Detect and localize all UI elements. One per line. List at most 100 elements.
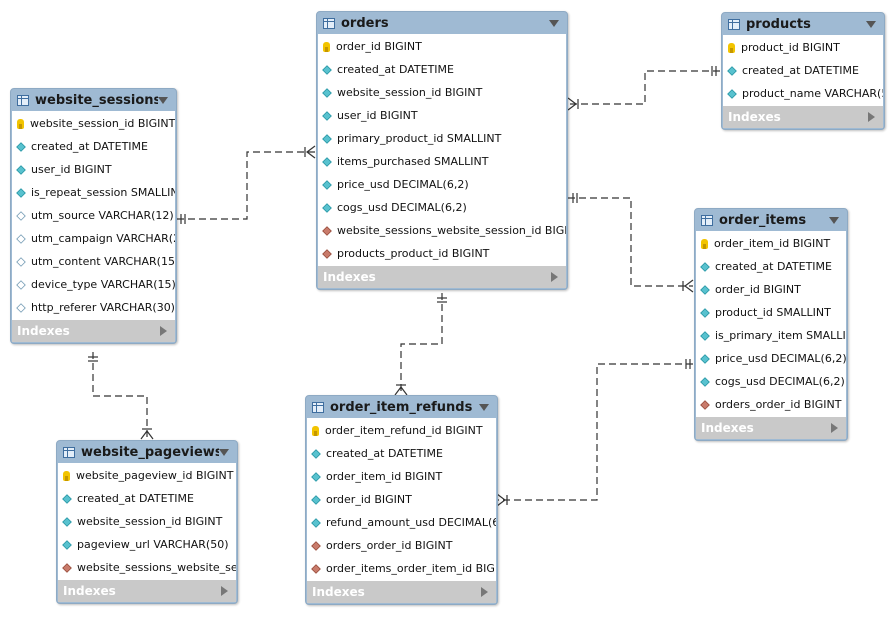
column-row[interactable]: user_id BIGINT [12,158,175,181]
column-row[interactable]: utm_source VARCHAR(12) [12,204,175,227]
column-label: order_items_order_item_id BIGI... [326,562,496,575]
column-row[interactable]: order_id BIGINT [318,35,566,58]
table-order-items[interactable]: order_items order_item_id BIGINT created… [694,208,848,441]
collapse-arrow-icon[interactable] [219,448,229,456]
collapse-arrow-icon[interactable] [479,403,489,411]
column-row[interactable]: order_id BIGINT [696,278,846,301]
column-label: user_id BIGINT [31,163,112,176]
column-row[interactable]: is_primary_item SMALLI... [696,324,846,347]
indexes-section[interactable]: Indexes [307,581,496,603]
column-row[interactable]: product_id BIGINT [723,36,883,59]
table-header[interactable]: products [722,13,884,35]
expand-arrow-icon[interactable] [221,586,228,596]
column-row[interactable]: cogs_usd DECIMAL(6,2) [318,196,566,219]
table-header[interactable]: order_item_refunds [306,396,497,418]
column-row[interactable]: order_items_order_item_id BIGI... [307,557,496,580]
column-row[interactable]: created_at DATETIME [307,442,496,465]
expand-arrow-icon[interactable] [831,423,838,433]
column-row[interactable]: order_item_id BIGINT [307,465,496,488]
column-row[interactable]: pageview_url VARCHAR(50) [58,533,236,556]
column-row[interactable]: http_referer VARCHAR(30) [12,296,175,319]
column-row[interactable]: user_id BIGINT [318,104,566,127]
column-row[interactable]: order_item_id BIGINT [696,232,846,255]
table-icon [701,214,713,226]
column-row[interactable]: product_id SMALLINT [696,301,846,324]
expand-arrow-icon[interactable] [481,587,488,597]
column-row[interactable]: order_id BIGINT [307,488,496,511]
column-row[interactable]: orders_order_id BIGINT [307,534,496,557]
table-website-pageviews[interactable]: website_pageviews website_pageview_id BI… [56,440,238,604]
column-row[interactable]: website_session_id BIGINT [318,81,566,104]
column-row[interactable]: product_name VARCHAR(50) [723,82,883,105]
table-orders[interactable]: orders order_id BIGINT created_at DATETI… [316,11,568,290]
column-row[interactable]: website_sessions_website_ses... [58,556,236,579]
column-row[interactable]: price_usd DECIMAL(6,2) [696,347,846,370]
column-row[interactable]: device_type VARCHAR(15) [12,273,175,296]
column-label: orders_order_id BIGINT [715,398,842,411]
foreign-key-icon [322,248,332,259]
nullable-column-icon [16,210,26,221]
column-row[interactable]: website_session_id BIGINT [12,112,175,135]
column-row[interactable]: orders_order_id BIGINT [696,393,846,416]
column-row[interactable]: website_sessions_website_session_id BIGI… [318,219,566,242]
table-header[interactable]: website_pageviews [57,441,237,463]
indexes-section[interactable]: Indexes [12,320,175,342]
column-label: price_usd DECIMAL(6,2) [337,178,469,191]
column-list: website_session_id BIGINT created_at DAT… [12,111,175,320]
column-label: utm_source VARCHAR(12) [31,209,174,222]
column-row[interactable]: created_at DATETIME [58,487,236,510]
column-label: website_sessions_website_session_id BIGI… [337,224,566,237]
table-order-item-refunds[interactable]: order_item_refunds order_item_refund_id … [305,395,498,605]
not-null-column-icon [700,376,710,387]
column-row[interactable]: utm_campaign VARCHAR(20) [12,227,175,250]
table-icon [312,401,324,413]
primary-key-icon [63,470,70,481]
nullable-column-icon [16,256,26,267]
indexes-section[interactable]: Indexes [723,106,883,128]
table-header[interactable]: orders [317,12,567,34]
not-null-column-icon [311,448,321,459]
table-header[interactable]: website_sessions [11,89,176,111]
expand-arrow-icon[interactable] [551,272,558,282]
column-row[interactable]: utm_content VARCHAR(15) [12,250,175,273]
column-row[interactable]: created_at DATETIME [318,58,566,81]
column-list: order_item_id BIGINT created_at DATETIME… [696,231,846,417]
column-label: orders_order_id BIGINT [326,539,453,552]
column-row[interactable]: cogs_usd DECIMAL(6,2) [696,370,846,393]
column-row[interactable]: created_at DATETIME [696,255,846,278]
column-row[interactable]: order_item_refund_id BIGINT [307,419,496,442]
not-null-column-icon [311,517,321,528]
column-row[interactable]: website_pageview_id BIGINT [58,464,236,487]
not-null-column-icon [322,179,332,190]
indexes-section[interactable]: Indexes [58,580,236,602]
one-end-sessions-pageviews [88,356,98,362]
table-header[interactable]: order_items [695,209,847,231]
indexes-section[interactable]: Indexes [318,266,566,288]
column-label: utm_campaign VARCHAR(20) [31,232,175,245]
not-null-column-icon [322,156,332,167]
column-row[interactable]: price_usd DECIMAL(6,2) [318,173,566,196]
column-row[interactable]: website_session_id BIGINT [58,510,236,533]
collapse-arrow-icon[interactable] [158,96,168,104]
not-null-column-icon [16,164,26,175]
table-website-sessions[interactable]: website_sessions website_session_id BIGI… [10,88,177,344]
table-products[interactable]: products product_id BIGINT created_at DA… [721,12,885,130]
column-row[interactable]: is_repeat_session SMALLINT [12,181,175,204]
column-row[interactable]: refund_amount_usd DECIMAL(6,2) [307,511,496,534]
column-row[interactable]: created_at DATETIME [12,135,175,158]
expand-arrow-icon[interactable] [868,112,875,122]
collapse-arrow-icon[interactable] [829,216,839,224]
one-end-sessions-orders [180,214,186,224]
column-row[interactable]: primary_product_id SMALLINT [318,127,566,150]
primary-key-icon [17,118,24,129]
expand-arrow-icon[interactable] [160,326,167,336]
many-end-orders-orderitems [682,279,694,293]
table-title: order_items [719,212,807,228]
collapse-arrow-icon[interactable] [549,19,559,27]
column-row[interactable]: items_purchased SMALLINT [318,150,566,173]
column-row[interactable]: created_at DATETIME [723,59,883,82]
collapse-arrow-icon[interactable] [866,20,876,28]
column-label: created_at DATETIME [31,140,148,153]
indexes-section[interactable]: Indexes [696,417,846,439]
column-row[interactable]: products_product_id BIGINT [318,242,566,265]
